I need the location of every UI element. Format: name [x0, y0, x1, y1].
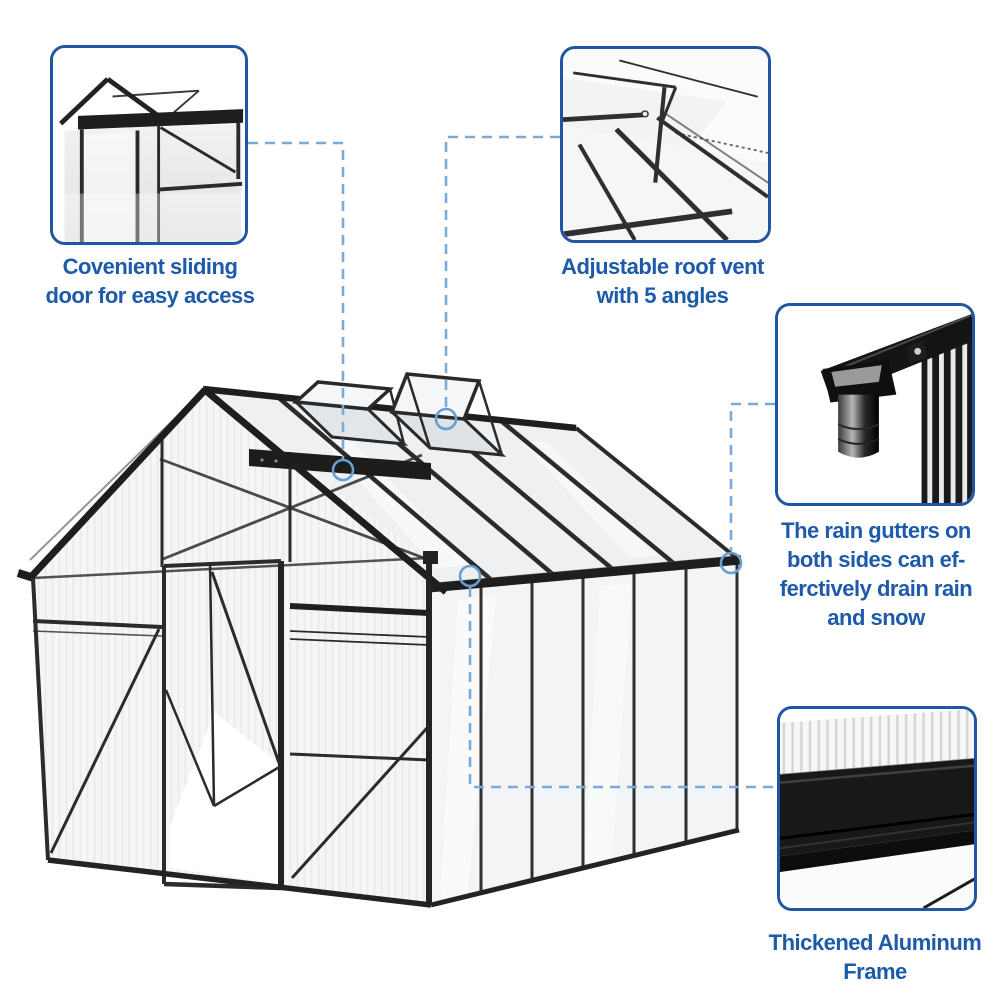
gutter-closeup-image — [778, 306, 972, 503]
caption-line: Adjustable roof vent — [561, 254, 764, 279]
gutter-caption: The rain gutters on both sides can ef- f… — [757, 516, 995, 632]
caption-line: and snow — [827, 605, 925, 630]
frame-detail-box — [777, 706, 977, 911]
gutter-detail-box — [775, 303, 975, 506]
vent-closeup-image — [563, 49, 768, 240]
caption-line: Covenient sliding — [62, 254, 238, 279]
caption-line: door for easy access — [45, 283, 255, 308]
caption-line: ferctively drain rain — [779, 576, 973, 601]
connector-gutter-marker — [719, 551, 743, 575]
frame-closeup-image — [780, 709, 974, 908]
caption-line: both sides can ef- — [786, 547, 966, 572]
caption-line: The rain gutters on — [781, 518, 971, 543]
connector-door-marker — [331, 458, 355, 482]
caption-line: Frame — [843, 959, 907, 984]
vent-caption: Adjustable roof vent with 5 angles — [535, 252, 790, 310]
door-caption: Covenient sliding door for easy access — [28, 252, 272, 310]
vent-detail-box — [560, 46, 771, 243]
connector-frame-line — [468, 587, 776, 789]
door-closeup-image — [53, 48, 245, 242]
caption-line: Thickened Aluminum — [768, 930, 982, 955]
connector-vent-marker — [434, 407, 458, 431]
caption-line: with 5 angles — [596, 283, 729, 308]
frame-caption: Thickened Aluminum Frame — [753, 928, 997, 986]
connector-frame-marker — [458, 564, 482, 588]
roof-vent-windows — [291, 372, 507, 457]
door-detail-box — [50, 45, 248, 245]
sliding-door — [162, 559, 284, 891]
